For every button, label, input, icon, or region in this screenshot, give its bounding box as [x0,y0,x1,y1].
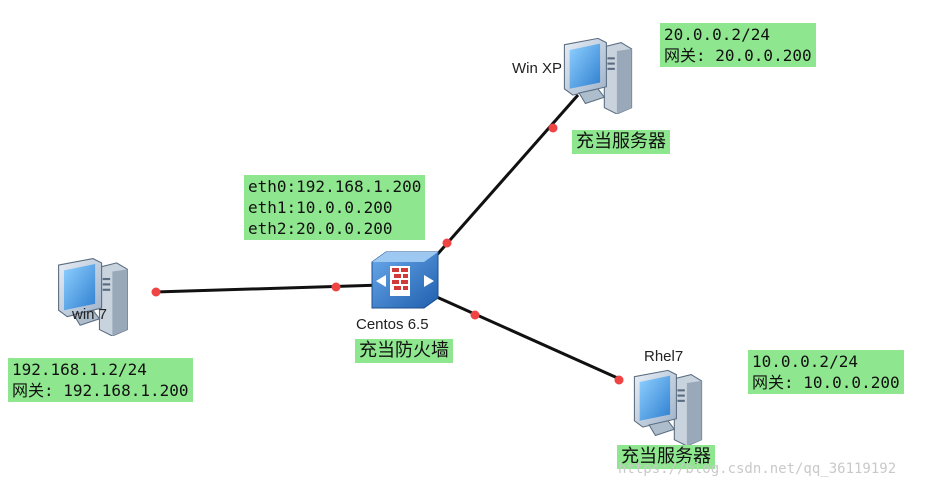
link-firewall-rhel7 [429,292,623,382]
watermark: https://blog.csdn.net/qq_36119192 [618,461,897,477]
port-dot [442,238,452,248]
centos-interfaces-info: eth0:192.168.1.200 eth1:10.0.0.200 eth2:… [244,175,426,240]
port-dot [470,310,480,320]
rhel7-computer-icon [633,369,703,446]
winxp-role-label: 充当服务器 [572,130,670,154]
port-dot [151,287,161,297]
port-dot [331,282,341,292]
win7-computer-icon [58,258,128,336]
link-firewall-winxp [426,94,580,266]
win7-label: win 7 [72,306,108,323]
port-dot [548,123,558,133]
winxp-label: Win XP [512,60,563,77]
rhel7-role-label: 充当服务器 [617,445,715,469]
win7-ip-info: 192.168.1.2/24 网关: 192.168.1.200 [8,358,193,402]
centos-role-label: 充当防火墙 [355,339,453,363]
winxp-ip-info: 20.0.0.2/24 网关: 20.0.0.200 [660,23,816,67]
firewall-icon [371,251,439,309]
rhel7-ip-info: 10.0.0.2/24 网关: 10.0.0.200 [748,350,904,394]
rhel7-label: Rhel7 [644,348,684,365]
centos-label: Centos 6.5 [356,316,429,333]
port-dot [614,375,624,385]
winxp-computer-icon [563,37,633,114]
